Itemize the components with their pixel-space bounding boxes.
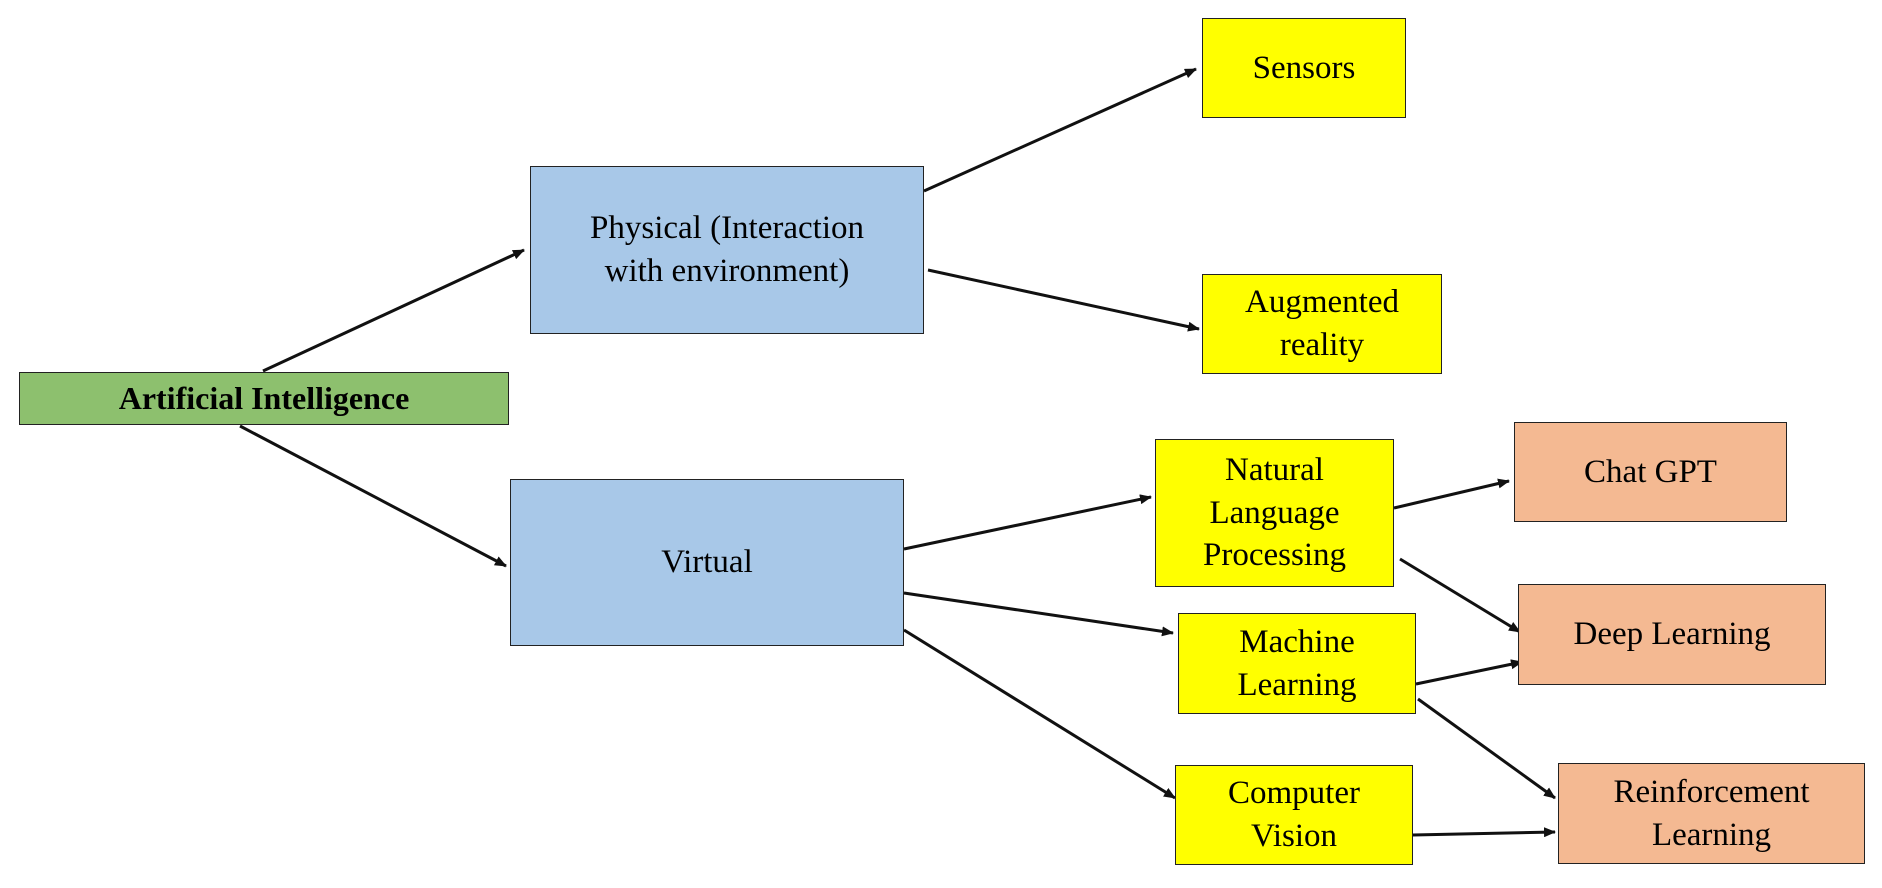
arrow-physical-to-ar — [927, 268, 1200, 332]
node-label: Physical (Interaction with environment) — [590, 210, 864, 289]
node-deep-learning: Deep Learning — [1518, 584, 1826, 685]
node-label: Sensors — [1252, 49, 1356, 86]
arrow-ai-to-physical — [262, 248, 525, 373]
node-label: Reinforcement Learning — [1613, 773, 1810, 853]
node-label: Deep Learning — [1573, 616, 1771, 653]
node-reinforcement-learning: Reinforcement Learning — [1558, 763, 1865, 864]
arrow-cv-to-rl — [1412, 827, 1556, 838]
node-label: Machine Learning — [1237, 623, 1357, 703]
arrow-physical-to-sensors — [923, 67, 1197, 193]
node-label: Virtual — [661, 544, 753, 581]
node-label: Chat GPT — [1584, 453, 1717, 490]
node-physical: Physical (Interaction with environment) — [530, 166, 924, 334]
node-machine-learning: Machine Learning — [1178, 613, 1416, 714]
arrow-nlp-to-dl — [1399, 557, 1521, 634]
arrow-virtual-to-nlp — [903, 494, 1152, 551]
node-augmented-reality: Augmented reality — [1202, 274, 1442, 374]
node-computer-vision: Computer Vision — [1175, 765, 1413, 865]
node-sensors: Sensors — [1202, 18, 1406, 118]
arrow-ml-to-rl — [1417, 697, 1556, 800]
node-artificial-intelligence: Artificial Intelligence — [19, 372, 509, 425]
arrow-ai-to-virtual — [239, 424, 507, 568]
node-label: Augmented reality — [1245, 284, 1399, 363]
node-label: Natural Language Processing — [1203, 451, 1346, 574]
node-natural-language-processing: Natural Language Processing — [1155, 439, 1394, 587]
arrow-virtual-to-cv — [903, 628, 1176, 800]
arrow-ml-to-dl — [1415, 659, 1523, 686]
node-virtual: Virtual — [510, 479, 904, 646]
node-label: Artificial Intelligence — [118, 379, 410, 416]
node-label: Computer Vision — [1228, 775, 1360, 854]
node-chat-gpt: Chat GPT — [1514, 422, 1787, 522]
arrow-nlp-to-chatgpt — [1393, 478, 1510, 510]
arrow-virtual-to-ml — [903, 591, 1174, 637]
